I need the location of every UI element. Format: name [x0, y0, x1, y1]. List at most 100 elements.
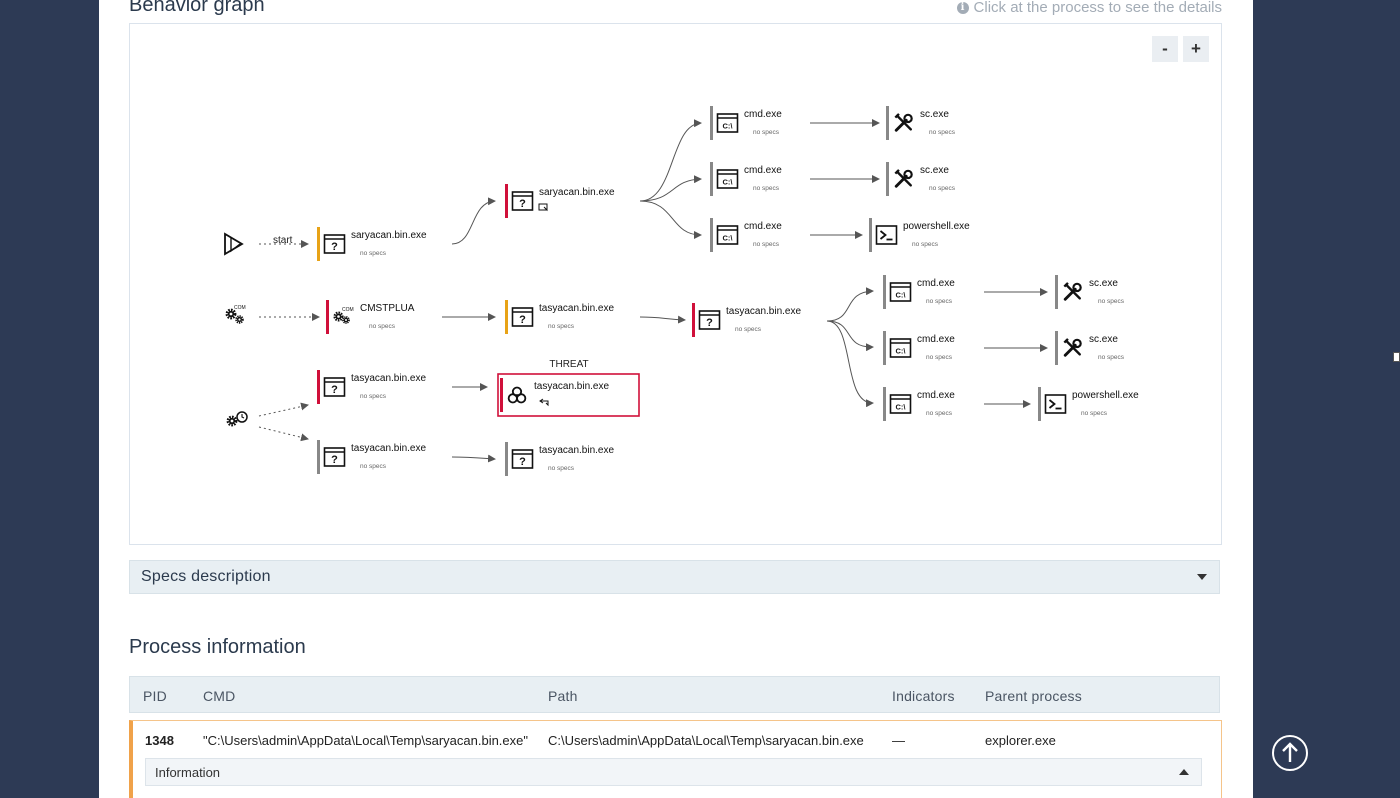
- node-specs: no specs: [912, 241, 939, 248]
- cmd-icon: [716, 169, 739, 189]
- node-name: cmd.exe: [917, 334, 955, 345]
- node-specs: no specs: [1081, 410, 1108, 417]
- resize-handle[interactable]: [1393, 352, 1400, 362]
- content-panel: Behavior graph i Click at the process to…: [99, 0, 1253, 798]
- node-name: powershell.exe: [903, 221, 970, 232]
- cmd-icon: [716, 225, 739, 245]
- scroll-to-top-button[interactable]: [1272, 735, 1308, 771]
- row-pid: 1348: [145, 733, 174, 748]
- node-status-bar: [869, 218, 872, 252]
- process-node[interactable]: powershell.exe no specs: [869, 218, 970, 252]
- column-header-pid: PID: [143, 688, 167, 704]
- row-parent-process: explorer.exe: [985, 733, 1056, 748]
- node-specs: no specs: [360, 463, 387, 470]
- node-name: cmd.exe: [917, 278, 955, 289]
- process-node[interactable]: saryacan.bin.exe no specs: [317, 227, 427, 261]
- node-specs: no specs: [360, 250, 387, 257]
- node-specs: no specs: [926, 354, 953, 361]
- biohazard-icon: [507, 386, 527, 404]
- node-name: sc.exe: [1089, 334, 1118, 345]
- svg-text:COM: COM: [234, 305, 246, 311]
- arrow-up-icon: [1282, 742, 1298, 762]
- zoom-in-button[interactable]: +: [1183, 36, 1209, 62]
- node-status-bar: [883, 331, 886, 365]
- node-name: cmd.exe: [744, 165, 782, 176]
- behavior-graph-title: Behavior graph: [129, 0, 265, 16]
- specs-description-label: Specs description: [141, 568, 271, 585]
- node-specs: no specs: [548, 323, 575, 330]
- tools-icon: [1062, 282, 1083, 301]
- node-status-bar: [317, 440, 320, 474]
- row-indicators: —: [892, 733, 905, 748]
- start-label: start: [273, 235, 293, 246]
- graph-hint: i Click at the process to see the detail…: [956, 0, 1222, 16]
- com-gears-icon: COM: [333, 307, 354, 324]
- node-name: cmd.exe: [744, 221, 782, 232]
- node-status-bar: [883, 387, 886, 421]
- information-toggle[interactable]: Information: [145, 758, 1202, 786]
- behavior-graph[interactable]: ? C:\: [129, 23, 1222, 545]
- cmd-icon: [889, 394, 912, 414]
- node-name: saryacan.bin.exe: [539, 187, 615, 198]
- spec-network-icon: [539, 398, 549, 407]
- column-header-indicators: Indicators: [892, 688, 955, 704]
- table-row[interactable]: 1348 "C:\Users\admin\AppData\Local\Temp\…: [129, 720, 1222, 798]
- node-status-bar: [1055, 331, 1058, 365]
- zoom-out-button[interactable]: -: [1152, 36, 1178, 62]
- specs-description-toggle[interactable]: Specs description: [129, 560, 1220, 594]
- tools-icon: [893, 169, 914, 188]
- node-name: tasyacan.bin.exe: [351, 443, 426, 454]
- node-specs: no specs: [548, 465, 575, 472]
- process-node[interactable]: cmd.exe no specs: [883, 331, 955, 365]
- node-specs: no specs: [1098, 298, 1125, 305]
- node-name: tasyacan.bin.exe: [534, 381, 609, 392]
- info-icon: i: [956, 1, 969, 14]
- svg-text:COM: COM: [342, 307, 354, 313]
- row-cmd: "C:\Users\admin\AppData\Local\Temp\sarya…: [203, 733, 528, 748]
- process-information-title: Process information: [129, 636, 306, 658]
- process-node[interactable]: tasyacan.bin.exe no specs: [317, 440, 426, 474]
- node-status-bar: [500, 378, 503, 412]
- node-status-bar: [710, 162, 713, 196]
- powershell-icon: [875, 225, 898, 245]
- column-header-cmd: CMD: [203, 688, 236, 704]
- chevron-up-icon: [1179, 769, 1189, 775]
- window-icon: [511, 307, 534, 327]
- process-table-header: PID CMD Path Indicators Parent process: [129, 676, 1220, 713]
- graph-canvas[interactable]: ? C:\: [130, 24, 1221, 544]
- node-status-bar: [505, 300, 508, 334]
- node-status-bar: [710, 218, 713, 252]
- process-node[interactable]: tasyacan.bin.exe: [500, 378, 609, 412]
- node-status-bar: [317, 227, 320, 261]
- node-specs: no specs: [929, 185, 956, 192]
- window-icon: [511, 191, 534, 211]
- cmd-icon: [889, 338, 912, 358]
- row-path: C:\Users\admin\AppData\Local\Temp\saryac…: [548, 733, 864, 748]
- node-status-bar: [886, 162, 889, 196]
- node-name: tasyacan.bin.exe: [351, 373, 426, 384]
- node-name: saryacan.bin.exe: [351, 230, 427, 241]
- process-node[interactable]: tasyacan.bin.exe no specs: [317, 370, 426, 404]
- cmd-icon: [716, 113, 739, 133]
- node-specs: no specs: [926, 410, 953, 417]
- information-label: Information: [155, 764, 221, 780]
- node-specs: no specs: [360, 393, 387, 400]
- node-status-bar: [317, 370, 320, 404]
- window-icon: [323, 447, 346, 467]
- process-node[interactable]: saryacan.bin.exe: [505, 184, 615, 218]
